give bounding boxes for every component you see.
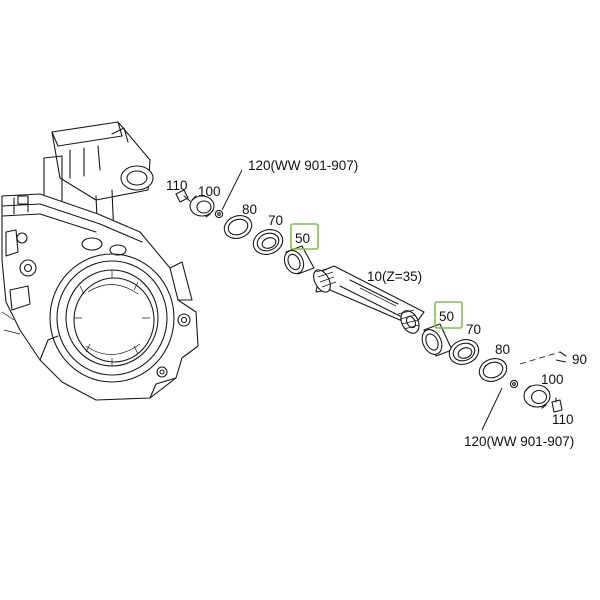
part-100-right-cap [523, 384, 551, 409]
label-110-left: 110 [166, 178, 188, 193]
part-110-left-bolt [175, 189, 191, 203]
part-70-left-race [252, 229, 284, 255]
part-90-right-pin [519, 351, 567, 365]
part-80-left-shim [223, 215, 253, 239]
part-120-right-washer [509, 379, 519, 389]
label-70-right: 70 [466, 322, 481, 337]
part-100-left-cap [189, 195, 215, 218]
label-10-shaft: 10(Z=35) [367, 269, 422, 284]
label-80-right: 80 [495, 342, 510, 357]
highlight-box-right-50 [434, 301, 463, 329]
label-110-right: 110 [552, 412, 574, 427]
label-100-right: 100 [541, 372, 564, 387]
part-70-right-race [448, 339, 480, 365]
part-50-left-bearing [283, 245, 315, 275]
label-120-left: 120(WW 901-907) [248, 158, 358, 173]
label-90-right: 90 [572, 352, 587, 367]
part-50-right-bearing [421, 323, 453, 357]
part-80-right-shim [478, 358, 508, 382]
highlight-box-left-50 [290, 223, 319, 250]
part-120-left-washer [214, 209, 224, 219]
part-10-shaft [313, 265, 425, 334]
label-70-left: 70 [268, 213, 283, 228]
gearbox-housing [1, 121, 199, 401]
label-50-right: 50 [439, 309, 454, 324]
label-100-left: 100 [198, 184, 221, 199]
label-80-left: 80 [242, 202, 257, 217]
label-50-left: 50 [295, 231, 310, 246]
label-120-right: 120(WW 901-907) [464, 434, 574, 449]
leader-lines [221, 169, 567, 431]
part-110-right-bolt [551, 397, 563, 413]
